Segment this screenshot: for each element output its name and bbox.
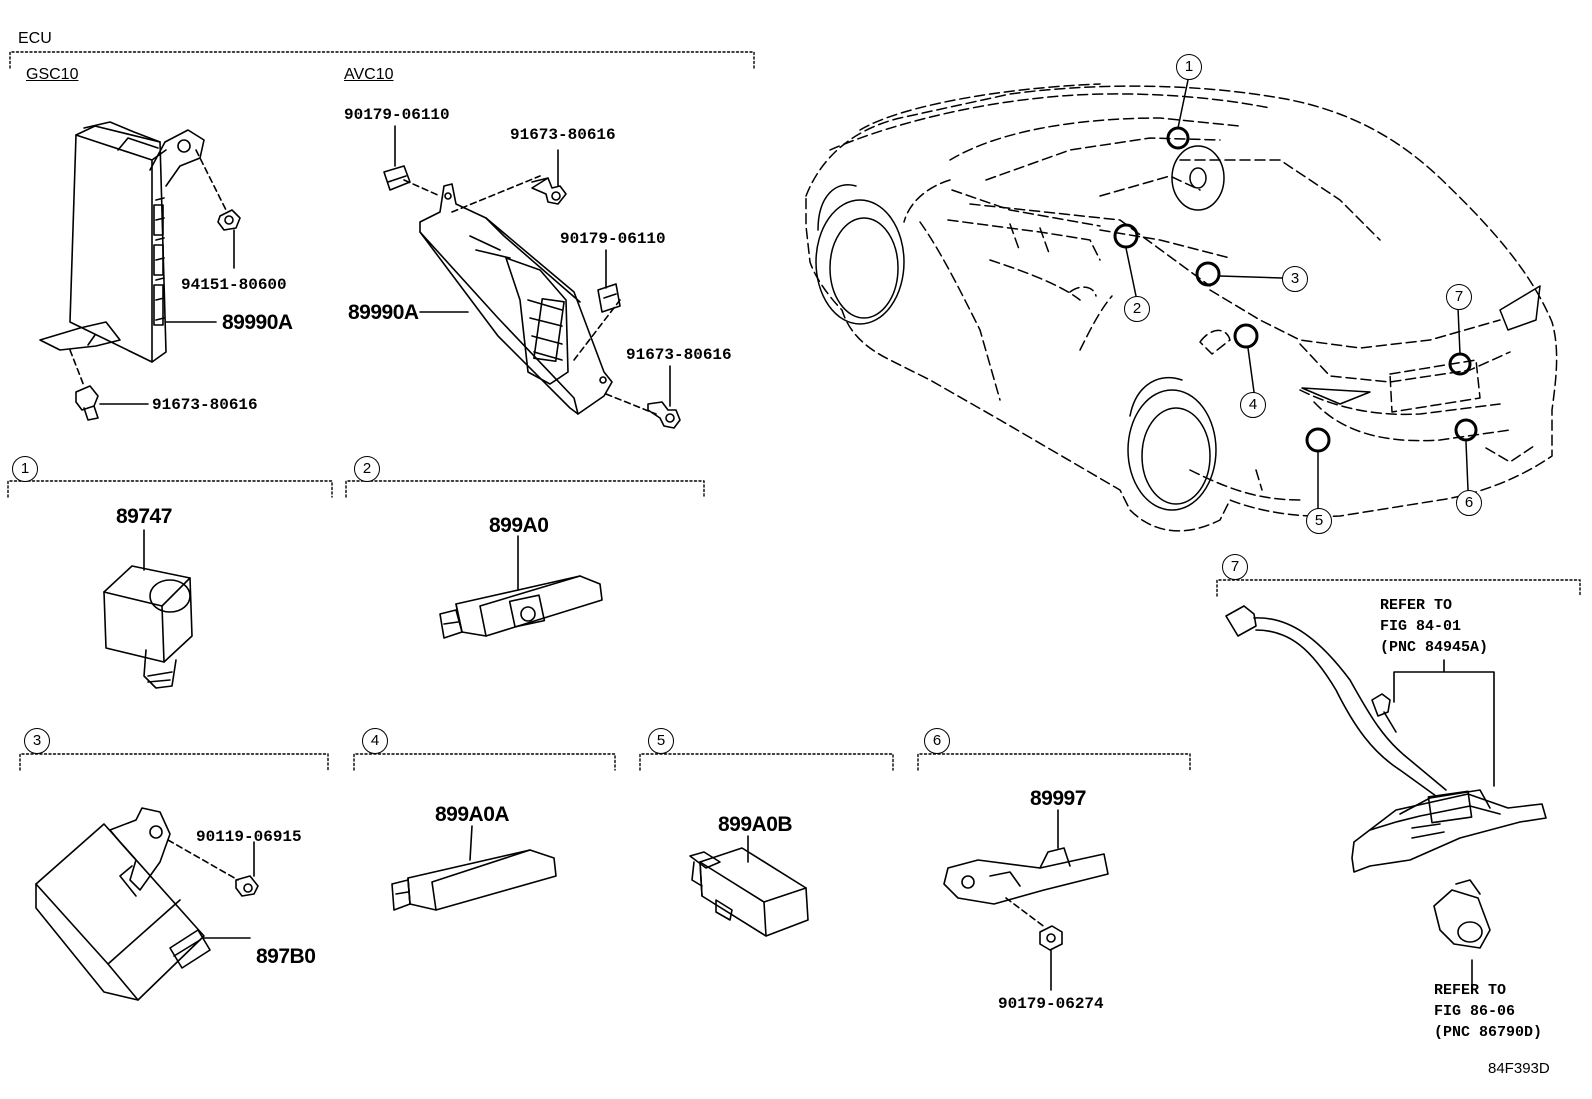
gsc10-leaders xyxy=(69,149,227,387)
part-899A0-label: 899A0 xyxy=(489,514,549,537)
part-899A0 xyxy=(439,535,603,639)
group-brackets xyxy=(7,51,1581,771)
avc10-title: AVC10 xyxy=(344,66,394,83)
vehicle-callout-5: 5 xyxy=(1306,508,1332,534)
section-7-number: 7 xyxy=(1222,554,1248,580)
vehicle-callout-leaders xyxy=(1125,79,1469,509)
gsc10-module-label: 89990A xyxy=(222,311,293,334)
avc10-clip-right-label: 90179-06110 xyxy=(560,230,666,248)
gsc10-bolt-top-label: 94151-80600 xyxy=(181,276,287,294)
part-7-camera-assembly xyxy=(1225,605,1547,991)
avc10-module-label: 89990A xyxy=(348,301,419,324)
vehicle-wheels xyxy=(815,145,1541,511)
part-897B0-label: 897B0 xyxy=(256,945,316,968)
refer-fig-86-06: REFER TO FIG 86-06 (PNC 86790D) xyxy=(1434,982,1543,1041)
part-899A0A xyxy=(391,825,557,911)
part-89747-label: 89747 xyxy=(116,505,172,528)
part-6-leader xyxy=(1005,897,1047,929)
section-5-number: 5 xyxy=(648,728,674,754)
part-899A0B-label: 899A0B xyxy=(718,813,793,836)
refer-fig-84-01: REFER TO FIG 84-01 (PNC 84945A) xyxy=(1380,597,1489,656)
vehicle-callout-3: 3 xyxy=(1282,266,1308,292)
vehicle-callout-1: 1 xyxy=(1176,54,1202,80)
gsc10-fasteners xyxy=(75,209,241,421)
part-899A0A-label: 899A0A xyxy=(435,803,510,826)
gsc10-title: GSC10 xyxy=(26,66,79,83)
ecu-title: ECU xyxy=(18,30,52,47)
avc10-clip-top-label: 90179-06110 xyxy=(344,106,450,124)
section-1-number: 1 xyxy=(12,456,38,482)
section-3-number: 3 xyxy=(24,728,50,754)
section-6-number: 6 xyxy=(924,728,950,754)
figure-code: 84F393D xyxy=(1488,1060,1550,1077)
part-90119-06915-label: 90119-06915 xyxy=(196,828,302,846)
part-89997 xyxy=(943,809,1109,905)
avc10-fasteners xyxy=(383,125,681,429)
part-6-nut xyxy=(1039,925,1063,991)
vehicle-callout-4: 4 xyxy=(1240,392,1266,418)
gsc10-bolt-bottom-label: 91673-80616 xyxy=(152,396,258,414)
vehicle-callout-7: 7 xyxy=(1446,284,1472,310)
part-3-bolt xyxy=(235,841,259,897)
avc10-bolt-top-label: 91673-80616 xyxy=(510,126,616,144)
avc10-bolt-bottom-label: 91673-80616 xyxy=(626,346,732,364)
avc10-ecu-module xyxy=(419,183,613,415)
part-3-leader xyxy=(167,839,239,881)
part-899A0B xyxy=(689,835,809,937)
section-4-number: 4 xyxy=(362,728,388,754)
vehicle-callout-6: 6 xyxy=(1456,490,1482,516)
part-897B0 xyxy=(35,807,251,1001)
part-90179-06274-label: 90179-06274 xyxy=(998,995,1104,1013)
section-2-number: 2 xyxy=(354,456,380,482)
gsc10-ecu-module xyxy=(39,121,205,363)
part-89997-label: 89997 xyxy=(1030,787,1086,810)
part-89747 xyxy=(103,529,193,689)
vehicle-outline xyxy=(805,83,1558,532)
vehicle-callout-2: 2 xyxy=(1124,296,1150,322)
